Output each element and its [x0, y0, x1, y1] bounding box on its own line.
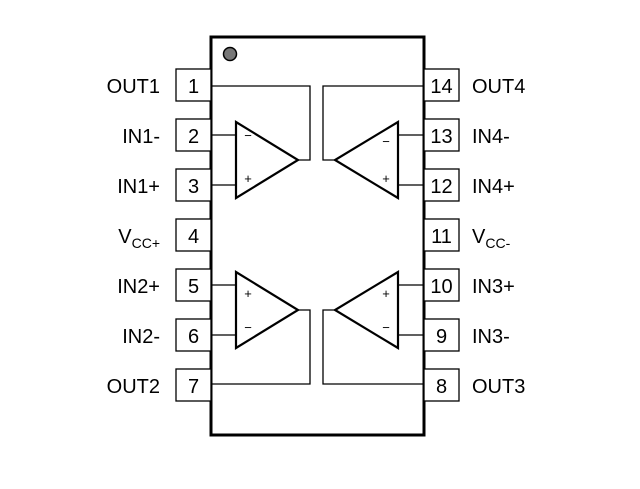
pin1-marker-dot — [222, 46, 238, 62]
ic-body — [209, 35, 426, 437]
pin-name-vcc-plus: VCC+ — [118, 226, 160, 251]
pin-number: 12 — [430, 176, 452, 198]
op-amp-4-inverting-sign: − — [382, 134, 390, 149]
pin-number: 4 — [188, 226, 199, 248]
pin-number: 7 — [188, 376, 199, 398]
internal-wiring — [211, 85, 424, 385]
op-amp-2-triangle — [234, 270, 301, 350]
op-amp-1-triangle — [234, 120, 301, 200]
pin-name: IN3+ — [472, 276, 515, 298]
pin-name: IN1+ — [117, 176, 160, 198]
pin-number: 9 — [436, 326, 447, 348]
left-pin-3: 3 IN1+ — [117, 168, 212, 202]
right-pin-14: 14 OUT4 — [423, 68, 525, 102]
op-amp-2-noninverting-sign: + — [244, 286, 252, 301]
pin-number: 14 — [430, 76, 452, 98]
pin-number: 6 — [188, 326, 199, 348]
left-pin-7: 7 OUT2 — [107, 368, 212, 402]
right-pin-12: 12 IN4+ — [423, 168, 515, 202]
wire-out1 — [211, 85, 311, 161]
pin-name: IN4+ — [472, 176, 515, 198]
left-pin-4: 4 VCC+ — [118, 218, 212, 252]
op-amp-3-inverting-sign: − — [382, 320, 390, 335]
left-pin-2: 2 IN1- — [122, 118, 212, 152]
op-amp-4-triangle — [332, 120, 400, 200]
pin-name-vcc-minus: VCC- — [472, 226, 511, 251]
op-amp-1-noninverting-sign: + — [244, 171, 252, 186]
left-pin-5: 5 IN2+ — [117, 268, 212, 302]
right-pin-8: 8 OUT3 — [423, 368, 525, 402]
left-pin-6: 6 IN2- — [122, 318, 212, 352]
right-pin-10: 10 IN3+ — [423, 268, 515, 302]
pin-number: 10 — [430, 276, 452, 298]
right-pin-13: 13 IN4- — [423, 118, 510, 152]
op-amp-3-triangle — [332, 270, 400, 350]
pin-number: 11 — [431, 226, 452, 248]
pin-number: 8 — [436, 376, 447, 398]
wire-out2 — [211, 309, 311, 385]
pin-name: IN2- — [122, 326, 160, 348]
pin-number: 5 — [188, 276, 199, 298]
pin-name: OUT1 — [107, 76, 160, 98]
op-amp-4-noninverting-sign: + — [382, 171, 390, 186]
pin-name: OUT2 — [107, 376, 160, 398]
right-pin-9: 9 IN3- — [423, 318, 510, 352]
pin-number: 13 — [430, 126, 452, 148]
pin-name: IN4- — [472, 126, 510, 148]
op-amp-2-inverting-sign: − — [244, 320, 252, 335]
right-pin-11: 11 VCC- — [423, 218, 511, 252]
pin-name: IN3- — [472, 326, 510, 348]
pin-name: IN1- — [122, 126, 160, 148]
pin-number: 3 — [188, 176, 199, 198]
wire-out3 — [322, 309, 424, 385]
left-pin-1: 1 OUT1 — [107, 68, 212, 102]
pin-number: 1 — [188, 76, 199, 98]
op-amp-3-noninverting-sign: + — [382, 286, 390, 301]
pin-name: OUT3 — [472, 376, 525, 398]
pin-number: 2 — [188, 126, 199, 148]
pin-name: IN2+ — [117, 276, 160, 298]
pin-name: OUT4 — [472, 76, 525, 98]
op-amp-1-inverting-sign: − — [244, 128, 252, 143]
wire-out4 — [322, 85, 424, 161]
